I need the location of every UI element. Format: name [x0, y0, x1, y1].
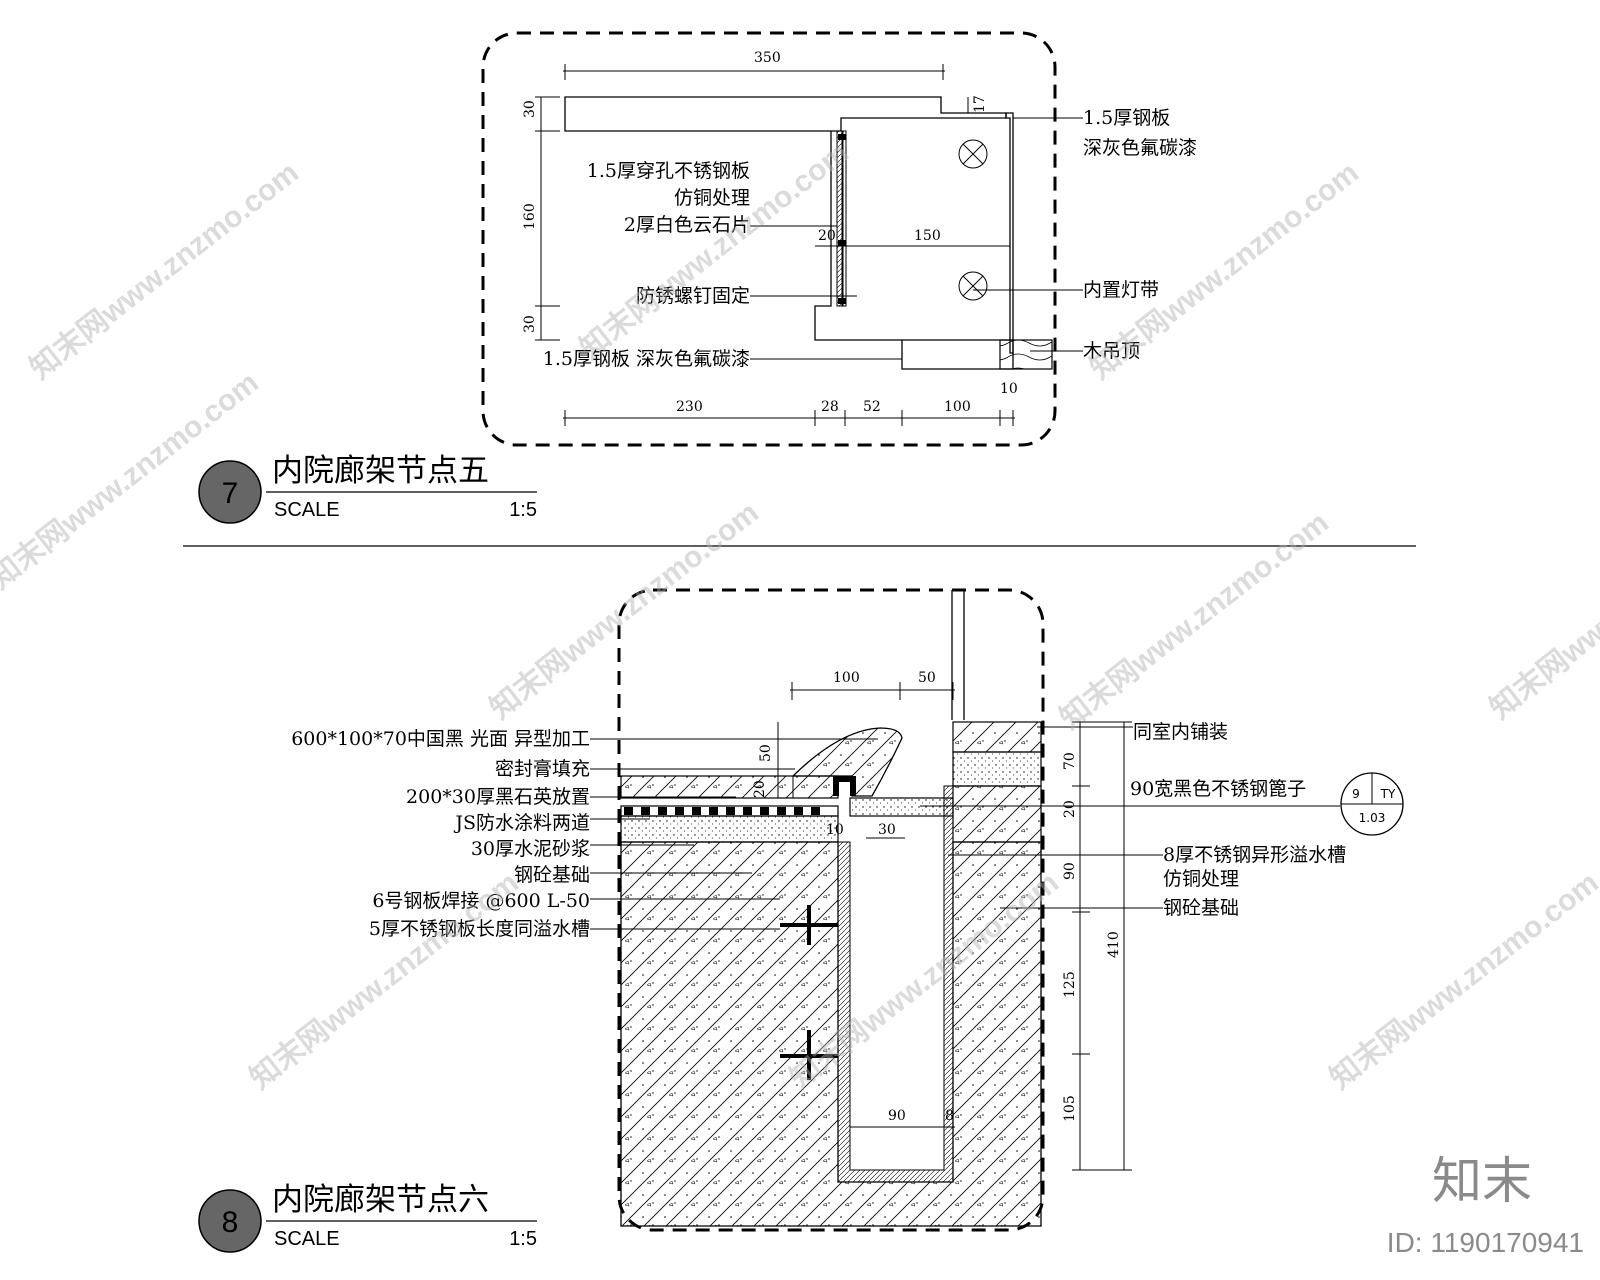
- label-grate: 90宽黑色不锈钢篦子: [1130, 778, 1306, 800]
- dim-350: 350: [754, 50, 781, 66]
- mortar-right: [952, 751, 1042, 787]
- overflow-channel: [837, 785, 954, 1183]
- marble-sheet: [842, 130, 847, 307]
- label-sealant: 密封膏填充: [495, 757, 590, 780]
- light-fixture-icon: [958, 139, 988, 169]
- label-steel-plate-right-finish: 深灰色氟碳漆: [1083, 137, 1197, 159]
- dim-50-left: 50: [758, 744, 774, 762]
- detail-8-scale-value: 1:5: [509, 1228, 537, 1250]
- label-wood-ceiling: 木吊顶: [1083, 340, 1140, 362]
- light-fixture-icon: [958, 271, 988, 301]
- dim-70-right: 70: [1062, 752, 1078, 770]
- detail-8-number-badge: [198, 1189, 262, 1253]
- dim-100: 100: [944, 399, 971, 415]
- dim-90-bottom: 90: [888, 1108, 906, 1124]
- dim-90-right: 90: [1062, 862, 1078, 880]
- ref-sheet-number: 9: [1352, 787, 1360, 801]
- wood-ceiling: [999, 339, 1053, 370]
- label-channel-5mm: 5厚不锈钢板长度同溢水槽: [369, 918, 590, 940]
- steel-angle: [833, 776, 856, 796]
- right-steel-plate: [1005, 112, 1014, 354]
- screw-mid: [838, 240, 846, 246]
- dim-100-top: 100: [833, 670, 860, 686]
- detail-8-number: 8: [222, 1206, 239, 1239]
- dim-20: 20: [818, 228, 836, 244]
- dim-20-left: 20: [752, 780, 768, 798]
- label-steel-plate-bottom: 1.5厚钢板 深灰色氟碳漆: [543, 348, 750, 370]
- detail-7-scale-label: SCALE: [274, 499, 340, 521]
- weld-cross-icon: [780, 905, 838, 945]
- dim-50-top: 50: [918, 670, 936, 686]
- detail-7: 350 30 160 30 17 20 150 230 28 52 100 10…: [198, 31, 1197, 524]
- watermark: 知末网www.znzmo.com: [1084, 156, 1365, 386]
- image-id: ID: 1190170941: [1387, 1227, 1584, 1258]
- label-steel-plate-right: 1.5厚钢板: [1083, 107, 1170, 129]
- label-marble: 2厚白色云石片: [624, 214, 750, 236]
- dim-10-center: 10: [826, 822, 844, 838]
- label-cement-mortar: 30厚水泥砂浆: [471, 838, 590, 860]
- dim-10: 10: [1000, 381, 1018, 397]
- dim-230: 230: [676, 399, 703, 415]
- dim-30-center: 30: [878, 822, 896, 838]
- label-weld: 6号钢板焊接 @600 L-50: [372, 890, 590, 912]
- stone-coping: [791, 727, 903, 797]
- brand-logo: 知末: [1432, 1152, 1532, 1210]
- perforated-panel: [836, 130, 843, 307]
- dim-125-right: 125: [1062, 971, 1078, 998]
- cement-mortar: [620, 815, 839, 843]
- dim-410-right: 410: [1106, 931, 1122, 958]
- detail-7-scale-value: 1:5: [509, 499, 537, 521]
- dim-28: 28: [821, 399, 839, 415]
- label-quartz: 200*30厚黑石英放置: [406, 786, 590, 808]
- top-steel-plate: [564, 96, 1007, 132]
- watermark: 知末网www.znzmo.com: [484, 496, 765, 726]
- detail-8-boundary: [617, 588, 1045, 1232]
- watermark: 知末网www.znzmo.com: [1484, 496, 1600, 726]
- label-perforated-plate: 1.5厚穿孔不锈钢板: [587, 160, 750, 182]
- detail-8: 100 50 50 20 10 30 70 20 90 125 105 410 …: [198, 588, 1404, 1253]
- label-screws: 防锈螺钉固定: [636, 285, 750, 307]
- label-channel-8mm: 8厚不锈钢异形溢水槽: [1163, 844, 1346, 866]
- dim-17: 17: [972, 95, 988, 113]
- screw-top: [838, 134, 846, 140]
- detail-8-title: 内院廊架节点六: [272, 1182, 489, 1218]
- dim-105-right: 105: [1062, 1095, 1078, 1122]
- dim-52: 52: [863, 399, 881, 415]
- detail-7-number: 7: [222, 477, 239, 510]
- detail-8-scale-label: SCALE: [274, 1228, 340, 1250]
- detail-7-title: 内院廊架节点五: [272, 453, 489, 489]
- watermark: 知末网www.znzmo.com: [24, 156, 305, 386]
- ref-detail-number: 1.03: [1359, 811, 1386, 825]
- quartz-layer: [620, 775, 839, 799]
- detail-7-number-badge: [198, 460, 262, 524]
- quartz-blocks: [624, 807, 820, 815]
- screw-bottom: [838, 298, 846, 304]
- weld-cross-icon: [780, 1030, 838, 1080]
- label-channel-8mm-finish: 仿铜处理: [1163, 868, 1239, 890]
- dim-30-top: 30: [522, 100, 538, 118]
- label-foundation-right: 钢砼基础: [1163, 897, 1239, 919]
- watermark: 知末网www.znzmo.com: [1324, 866, 1600, 1096]
- label-js-waterproof: JS防水涂料两道: [453, 812, 590, 834]
- label-stone: 600*100*70中国黑 光面 异型加工: [291, 728, 590, 750]
- detail-7-boundary: [481, 31, 1057, 447]
- watermark: 知末网www.znzmo.com: [1054, 506, 1335, 736]
- label-perforated-finish: 仿铜处理: [674, 187, 750, 209]
- label-light-strip: 内置灯带: [1083, 279, 1159, 301]
- dim-160: 160: [522, 203, 538, 230]
- ref-sheet-code: TY: [1380, 787, 1396, 801]
- label-foundation-left: 钢砼基础: [514, 864, 590, 886]
- dim-150: 150: [914, 228, 941, 244]
- dim-30-bottom: 30: [522, 315, 538, 333]
- label-indoor-paving: 同室内铺装: [1133, 721, 1228, 743]
- dim-20-right: 20: [1062, 800, 1078, 818]
- indoor-paving: [952, 721, 1042, 753]
- dim-8-bottom: 8: [945, 1108, 954, 1124]
- stainless-grate: [849, 797, 954, 817]
- detail-reference-bubble: 9 TY 1.03: [1340, 772, 1404, 836]
